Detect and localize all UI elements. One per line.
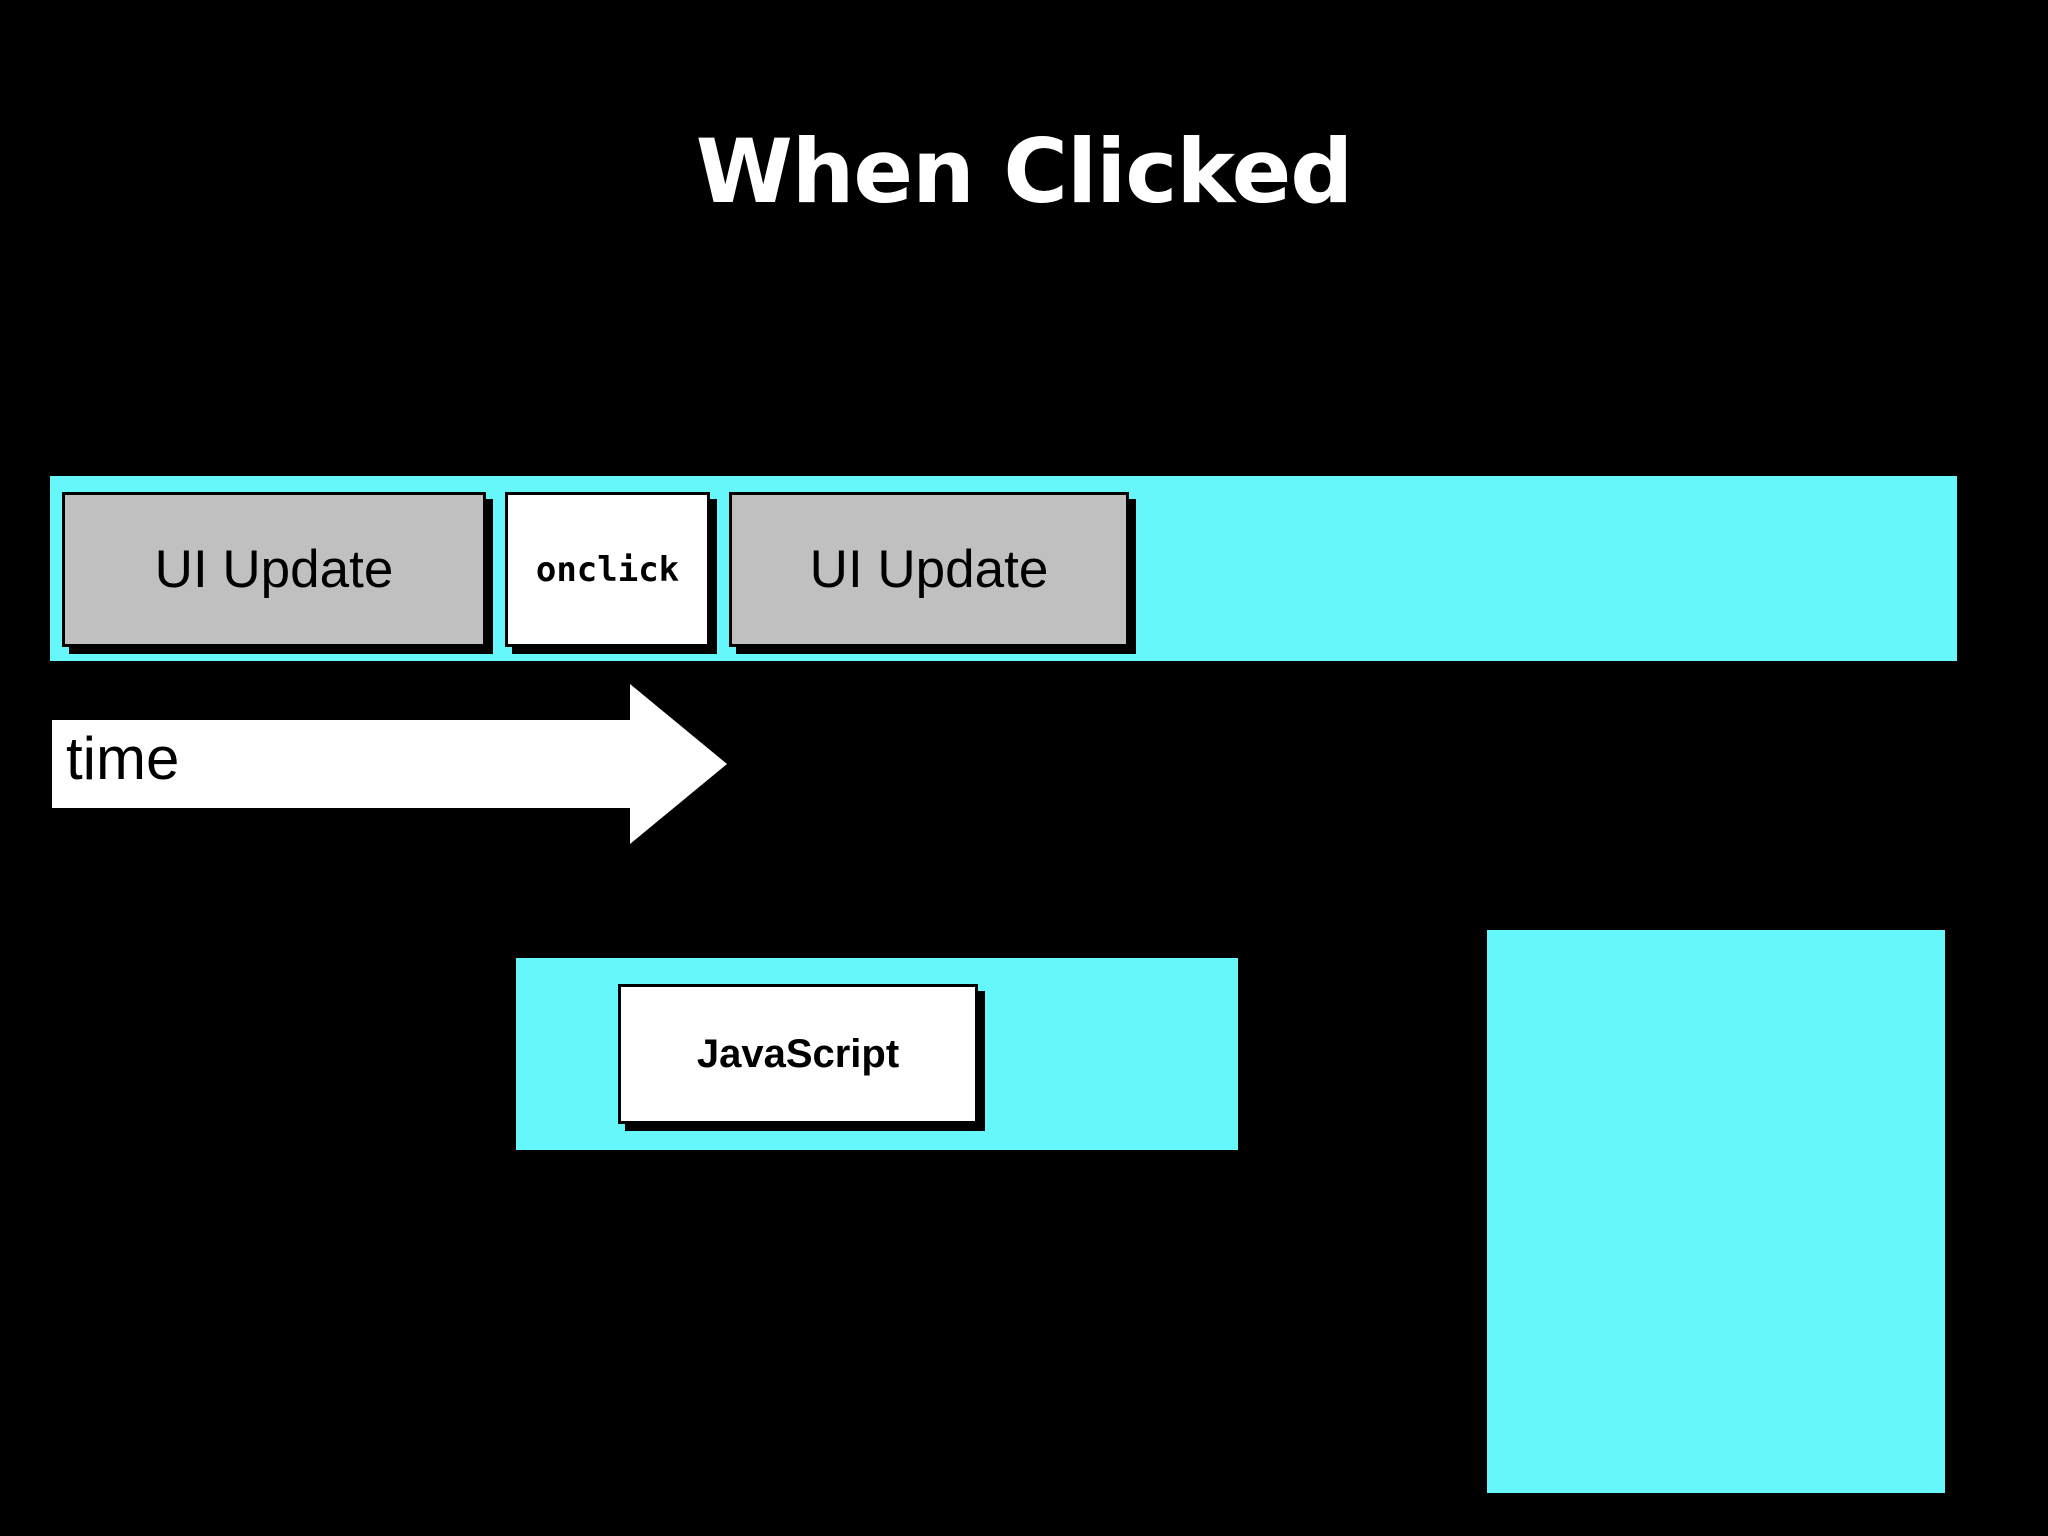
- timeline-segment-ui-update-1[interactable]: UI Update: [62, 492, 486, 647]
- timeline-segment-label: UI Update: [154, 540, 394, 599]
- timeline-segment-label: onclick: [535, 549, 680, 590]
- arrow-right-icon: [52, 684, 727, 844]
- time-axis-arrow: time: [52, 684, 727, 844]
- timeline-segments: UI Update onclick UI Update: [62, 492, 1129, 647]
- javascript-box-label: JavaScript: [696, 1031, 900, 1076]
- time-axis-label: time: [66, 725, 180, 792]
- javascript-box[interactable]: JavaScript: [618, 984, 978, 1124]
- page-title: When Clicked: [695, 120, 1354, 223]
- right-cyan-block: [1487, 930, 1945, 1493]
- timeline-band: UI Update onclick UI Update: [50, 476, 1957, 661]
- timeline-segment-label: UI Update: [809, 540, 1049, 599]
- timeline-segment-ui-update-2[interactable]: UI Update: [729, 492, 1129, 647]
- javascript-band: JavaScript: [516, 958, 1238, 1150]
- timeline-segment-onclick[interactable]: onclick: [505, 492, 710, 647]
